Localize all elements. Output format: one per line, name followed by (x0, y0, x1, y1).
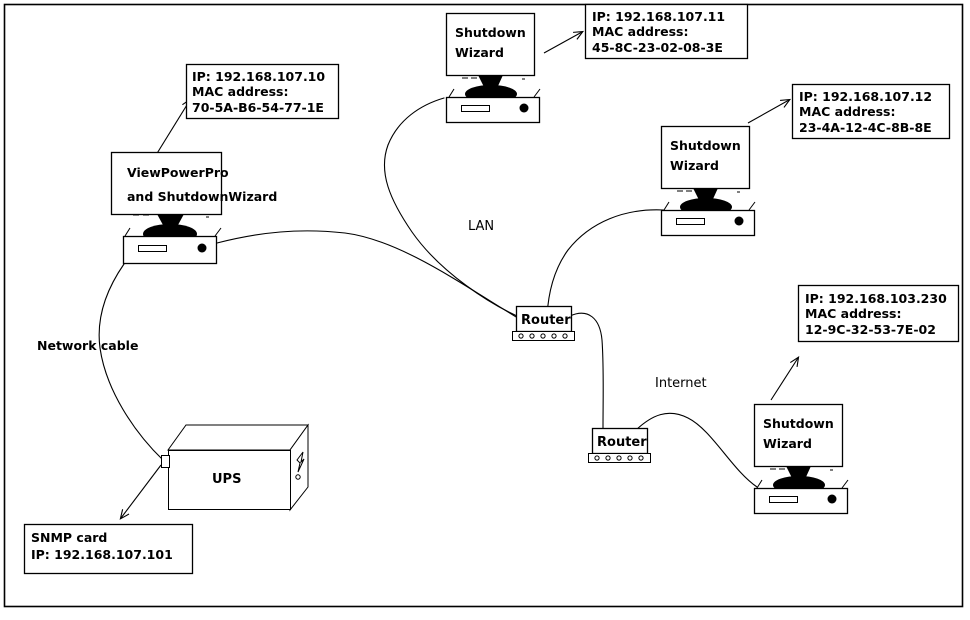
router-lan-label: Router (521, 313, 571, 328)
workstation-main-screen-line2: and ShutdownWizard (127, 189, 277, 204)
client-top-monitor (445, 12, 536, 77)
client-top-screen-line2: Wizard (455, 45, 504, 60)
callout-client-top-ip: IP: 192.168.107.11 (592, 9, 725, 24)
client-right-monitor (660, 125, 751, 190)
callout-workstation-main-box (185, 63, 340, 120)
router-internet-port-strip (588, 453, 651, 463)
callout-arrow-client-top (543, 30, 585, 54)
router-lan-port-2 (529, 333, 535, 339)
client-top-screen-line1: Shutdown (455, 25, 526, 40)
router-internet-port-2 (605, 455, 611, 461)
device-router-internet[interactable]: Router (588, 427, 651, 463)
callout-client-bottom-box (797, 284, 960, 343)
workstation-main-corner-right (214, 227, 222, 237)
router-lan-port-5 (562, 333, 568, 339)
ups-label: UPS (212, 472, 241, 487)
callout-client-bottom-ip: IP: 192.168.103.230 (805, 291, 947, 306)
callout-client-right: IP: 192.168.107.12 MAC address: 23-4A-12… (791, 83, 951, 140)
ups-top-face (167, 424, 309, 451)
client-bottom-screen-line2: Wizard (763, 436, 812, 451)
client-top-drive-slot (461, 105, 490, 112)
client-bottom-corner-left (756, 479, 763, 489)
router-lan-port-3 (540, 333, 546, 339)
workstation-main-drive-slot (138, 245, 167, 252)
callout-client-right-mac: 23-4A-12-4C-8B-8E (799, 120, 932, 135)
callout-snmp-card: SNMP card IP: 192.168.107.101 (23, 523, 194, 575)
link-label-internet: Internet (655, 376, 707, 391)
cable-layer (98, 97, 758, 488)
client-bottom-power-button (827, 494, 837, 504)
device-client-top[interactable]: Shutdown Wizard (445, 12, 541, 124)
cable-router-to-router (569, 312, 604, 429)
client-bottom-monitor (753, 403, 844, 468)
client-right-drive-slot (676, 218, 705, 225)
workstation-main-monitor (110, 151, 223, 216)
callout-arrow-snmp-card (119, 464, 162, 520)
client-top-power-button (519, 103, 529, 113)
callout-workstation-main-ip: IP: 192.168.107.10 (192, 69, 325, 84)
callout-client-bottom-mac-title: MAC address: (805, 306, 902, 321)
callout-client-right-box (791, 83, 951, 140)
router-internet-port-1 (594, 455, 600, 461)
callout-snmp-card-ip: IP: 192.168.107.101 (31, 547, 173, 562)
callout-snmp-card-title: SNMP card (31, 530, 107, 545)
callout-arrow-client-right (747, 98, 792, 124)
callout-client-bottom: IP: 192.168.103.230 MAC address: 12-9C-3… (797, 284, 960, 343)
callout-snmp-card-box (23, 523, 194, 575)
router-lan-port-4 (551, 333, 557, 339)
link-label-lan: LAN (468, 219, 494, 234)
callout-arrow-client-bottom (770, 356, 800, 401)
callout-client-top: IP: 192.168.107.11 MAC address: 45-8C-23… (584, 3, 749, 60)
callout-workstation-main: IP: 192.168.107.10 MAC address: 70-5A-B6… (185, 63, 340, 120)
client-bottom-corner-right (841, 479, 849, 489)
cable-workstation-to-ups (98, 263, 164, 461)
client-bottom-screen-line1: Shutdown (763, 416, 834, 431)
link-label-network-cable: Network cable (37, 338, 138, 353)
client-right-corner-left (663, 201, 670, 211)
ups-bolt-icon (296, 451, 305, 473)
client-right-power-button (734, 216, 744, 226)
device-ups[interactable]: UPS (161, 423, 309, 512)
client-top-corner-left (448, 88, 455, 98)
router-internet-port-3 (616, 455, 622, 461)
client-bottom-drive-slot (769, 496, 798, 503)
router-lan-port-strip (512, 331, 575, 341)
router-internet-body (591, 427, 649, 455)
ups-snmp-card-slot[interactable] (161, 455, 170, 468)
callout-arrow-workstation-main (155, 97, 192, 156)
device-client-right[interactable]: Shutdown Wizard (660, 125, 756, 237)
ups-side-indicator (295, 474, 301, 480)
router-internet-label: Router (597, 435, 647, 450)
workstation-main-case (122, 235, 218, 265)
client-right-screen-line1: Shutdown (670, 138, 741, 153)
workstation-main-power-button (197, 243, 207, 253)
cable-client-right-to-router (546, 209, 665, 317)
device-router-lan[interactable]: Router (512, 305, 575, 341)
client-top-corner-right (533, 88, 541, 98)
device-client-bottom[interactable]: Shutdown Wizard (753, 403, 849, 515)
callout-workstation-main-mac-title: MAC address: (192, 84, 289, 99)
callout-client-right-mac-title: MAC address: (799, 104, 896, 119)
router-internet-port-4 (627, 455, 633, 461)
callout-client-top-mac: 45-8C-23-02-08-3E (592, 40, 723, 55)
ups-front-face (168, 450, 291, 510)
cable-router-to-client-bottom (635, 412, 758, 488)
callout-client-right-ip: IP: 192.168.107.12 (799, 89, 932, 104)
device-workstation-main[interactable]: ViewPowerPro and ShutdownWizard (110, 151, 278, 265)
router-lan-body (515, 305, 573, 333)
workstation-main-corner-left (124, 227, 131, 237)
workstation-main-screen-line1: ViewPowerPro (127, 165, 229, 180)
router-lan-port-1 (518, 333, 524, 339)
callout-workstation-main-mac: 70-5A-B6-54-77-1E (192, 100, 324, 115)
callout-client-top-mac-title: MAC address: (592, 24, 689, 39)
cable-client-top-to-router (383, 97, 527, 321)
client-right-screen-line2: Wizard (670, 158, 719, 173)
callout-client-top-box (584, 3, 749, 60)
router-internet-port-5 (638, 455, 644, 461)
callout-arrow-layer (119, 30, 800, 520)
callout-client-bottom-mac: 12-9C-32-53-7E-02 (805, 322, 936, 337)
client-right-corner-right (748, 201, 756, 211)
